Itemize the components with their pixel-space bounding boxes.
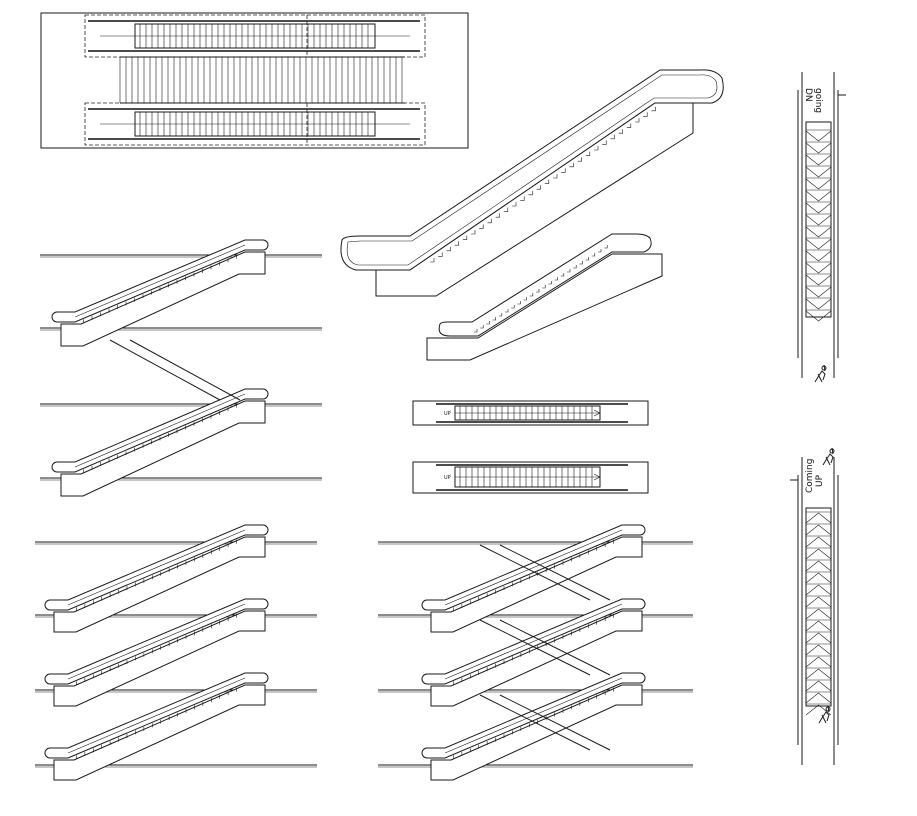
escalator-side [421, 524, 646, 633]
up-label: UP [444, 411, 451, 417]
going-down-plan: going DN [797, 72, 846, 383]
escalator-elevations [35, 69, 724, 781]
escalator-side [421, 598, 646, 707]
going-label: going [813, 88, 823, 113]
escalator-plan-up-2: UP [412, 461, 649, 494]
up-label: UP [444, 475, 451, 481]
large-escalator-elevation [340, 69, 724, 297]
person-icon [822, 447, 835, 466]
escalator-side [421, 672, 646, 781]
small-escalator-elevation [426, 233, 663, 361]
dn-label: DN [803, 88, 813, 102]
up-label: UP [815, 474, 825, 487]
coming-up-plan: Coming UP [790, 447, 839, 765]
coming-label: Coming [805, 459, 815, 493]
escalator-side [51, 388, 269, 497]
escalator-side [51, 239, 269, 347]
person-icon [818, 705, 831, 724]
escalator-side [44, 524, 269, 633]
double-escalator-plan [40, 12, 469, 149]
escalator-side [44, 672, 269, 781]
escalator-plan-up-1: UP [412, 400, 649, 426]
person-icon [814, 364, 827, 383]
escalator-side [44, 598, 269, 707]
